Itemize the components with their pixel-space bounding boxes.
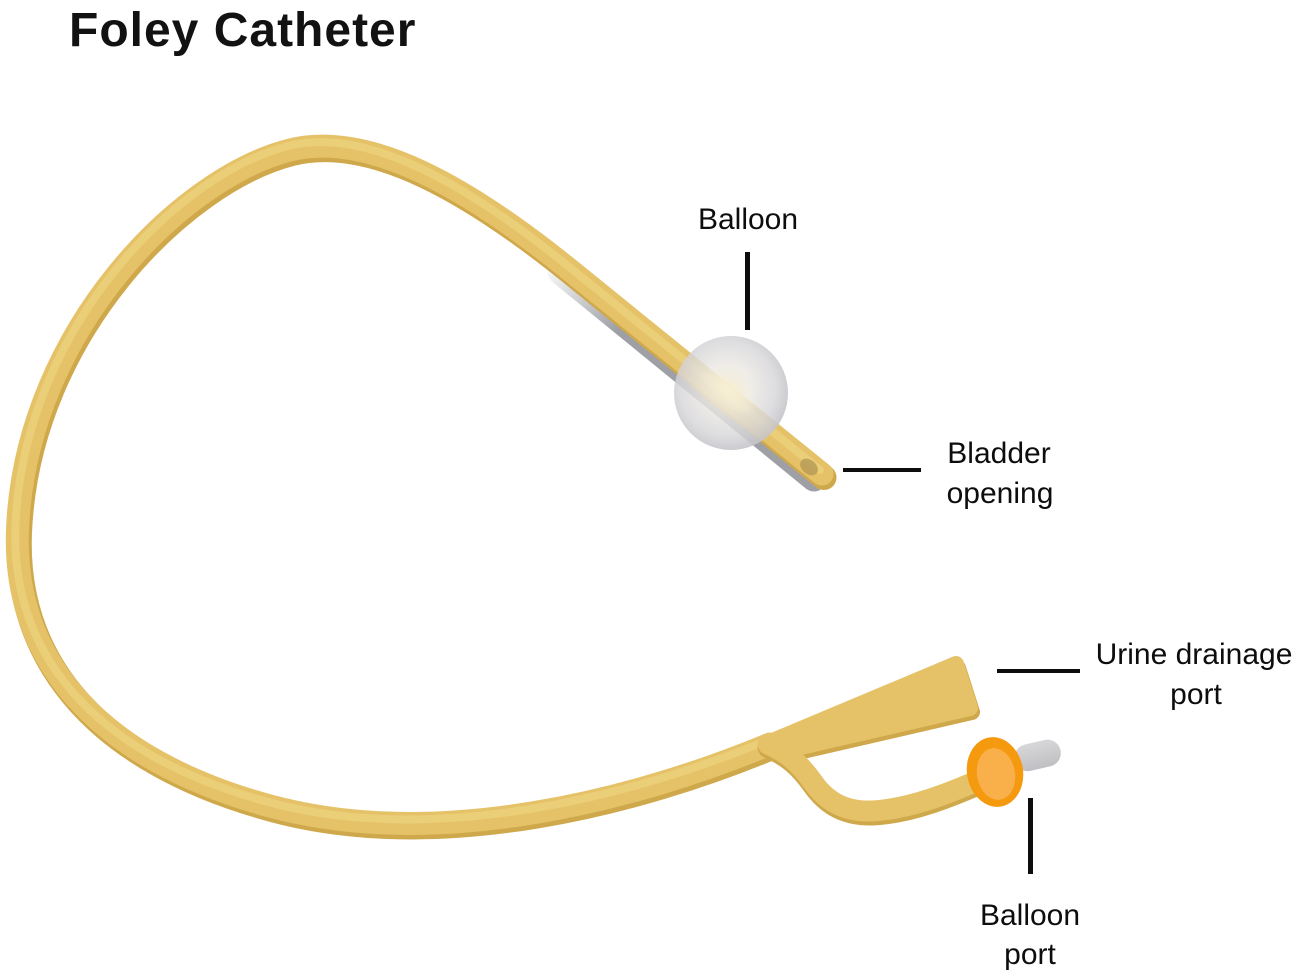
bladder-opening-label-line1: Bladder	[947, 437, 1050, 470]
urine-drainage-label-line2: port	[1170, 678, 1222, 711]
urine-drainage-label-line1: Urine drainage	[1096, 638, 1293, 671]
page-title: Foley Catheter	[69, 4, 416, 57]
catheter-tube-highlight	[11, 138, 824, 824]
drainage-eye	[800, 458, 818, 476]
balloon-port-label-line2: port	[1004, 938, 1056, 971]
balloon-label: Balloon	[698, 203, 798, 236]
balloon-center-glow	[703, 368, 757, 416]
inflation-valve-inner	[976, 748, 1016, 800]
balloon-port-label-line1: Balloon	[980, 899, 1080, 932]
bladder-opening-label-line2: opening	[947, 477, 1054, 510]
balloon-port-branch	[757, 733, 997, 822]
valve-end-cap	[1014, 739, 1061, 772]
